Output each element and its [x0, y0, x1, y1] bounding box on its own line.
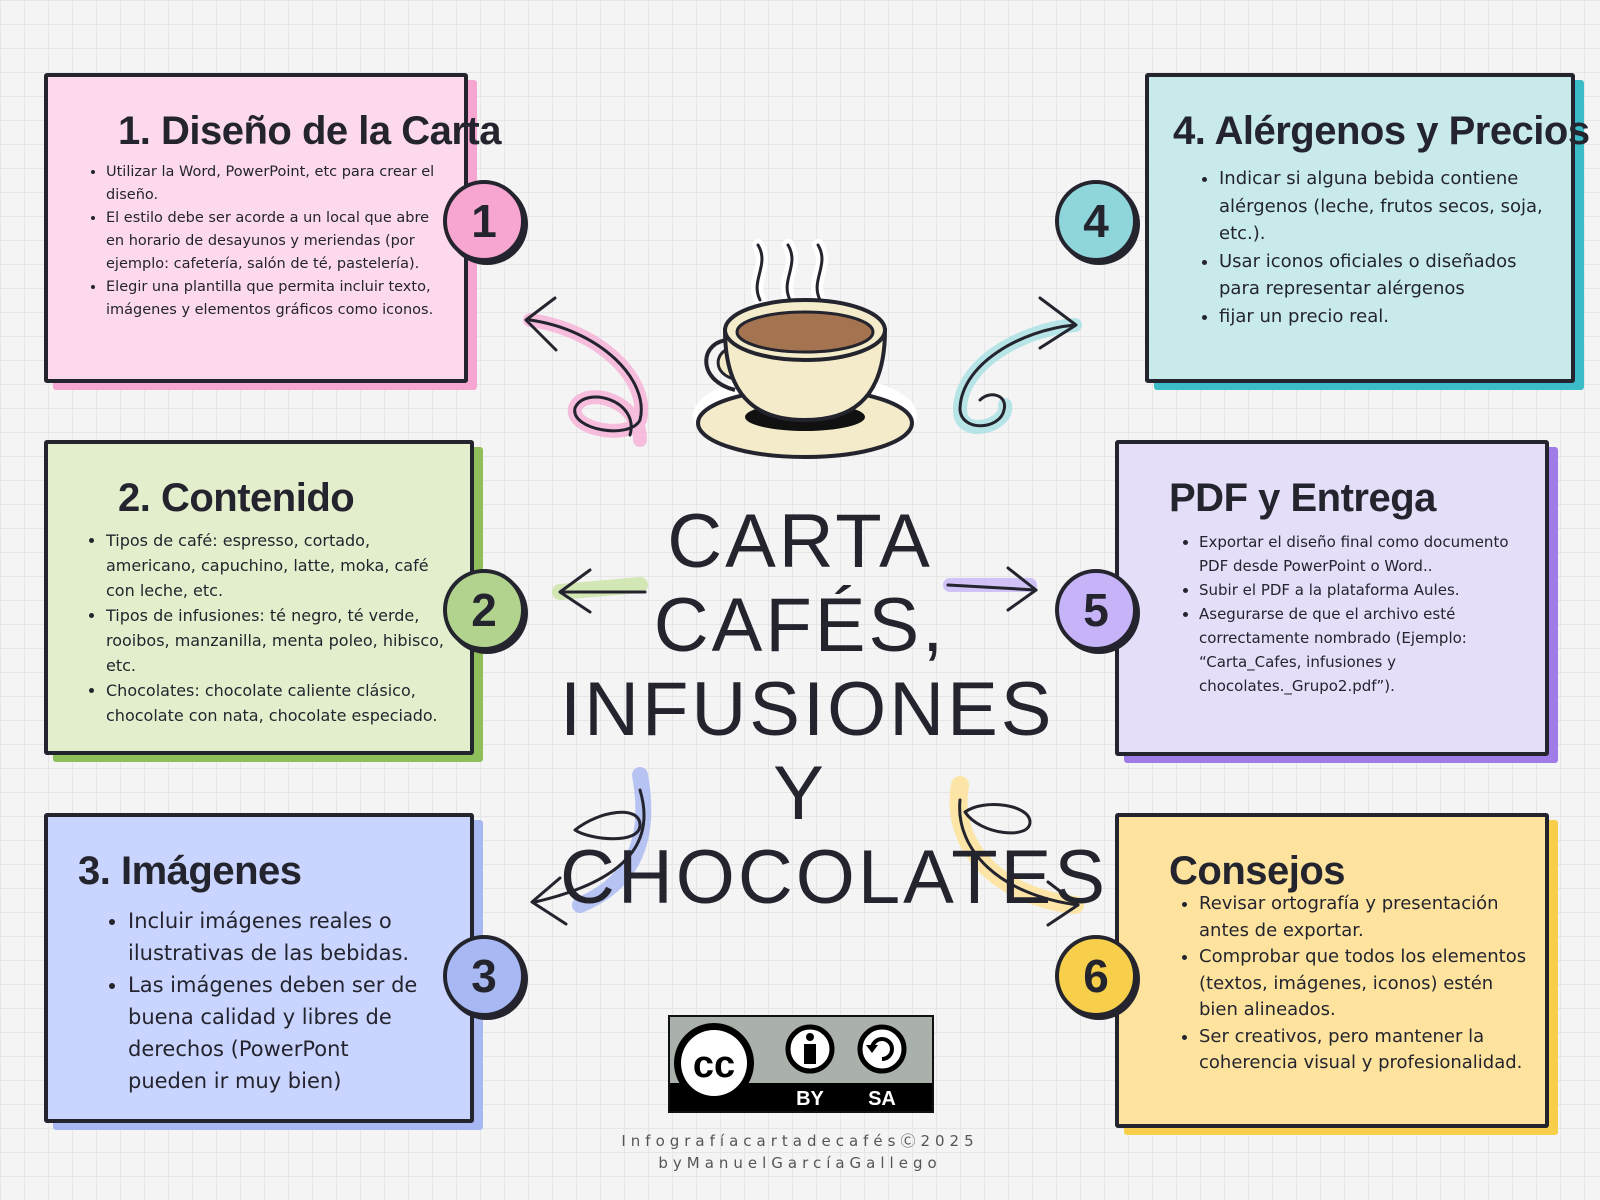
section-list: Indicar si alguna bebida contiene alérge… [1149, 165, 1571, 330]
curly-arrow-icon [528, 318, 643, 437]
step-number-badge: 6 [1055, 935, 1137, 1017]
list-item: Subir el PDF a la plataforma Aules. [1199, 578, 1527, 602]
by-label: BY [796, 1088, 824, 1110]
list-item: Ser creativos, pero mantener la coherenc… [1199, 1024, 1527, 1077]
list-item: Utilizar la Word, PowerPoint, etc para c… [106, 161, 450, 207]
list-item: Chocolates: chocolate caliente clásico, … [106, 678, 456, 728]
list-item: Tipos de infusiones: té negro, té verde,… [106, 603, 456, 678]
coffee-cup-icon [693, 239, 917, 459]
section-title: 2. Contenido [118, 476, 355, 520]
section-list: Revisar ortografía y presentación antes … [1119, 891, 1545, 1077]
section-card-design: 1. Diseño de la Carta Utilizar la Word, … [44, 73, 501, 383]
section-list: Utilizar la Word, PowerPoint, etc para c… [48, 161, 464, 322]
section-card-tips: Consejos Revisar ortografía y presentaci… [1115, 813, 1549, 1128]
section-title: 4. Alérgenos y Precios [1173, 109, 1590, 153]
step-number-badge: 5 [1055, 569, 1137, 651]
list-item: El estilo debe ser acorde a un local que… [106, 207, 450, 276]
section-card-allergens-prices: 4. Alérgenos y Precios Indicar si alguna… [1145, 73, 1590, 383]
section-card-images: 3. Imágenes Incluir imágenes reales o il… [44, 813, 474, 1123]
list-item: Usar iconos oficiales o diseñados para r… [1219, 248, 1551, 303]
main-title: CARTA CAFÉS, INFUSIONES Y CHOCOLATES [560, 499, 1105, 920]
list-item: Las imágenes deben ser de buena calidad … [128, 969, 430, 1097]
sa-label: SA [868, 1088, 896, 1110]
main-title-line: CHOCOLATES [560, 835, 1109, 920]
credit-line: InfografíacartadecafésⒸ2025 [621, 1132, 979, 1150]
list-item: Asegurarse de que el archivo esté correc… [1199, 602, 1527, 698]
section-list: Exportar el diseño final como documento … [1119, 530, 1545, 698]
step-number-badge: 3 [443, 935, 525, 1017]
section-card-content: 2. Contenido Tipos de café: espresso, co… [44, 440, 474, 755]
main-title-line: INFUSIONES Y [560, 667, 1055, 836]
list-item: Incluir imágenes reales o ilustrativas d… [128, 905, 430, 969]
list-item: Elegir una plantilla que permita incluir… [106, 276, 450, 322]
attribution-icon [785, 1024, 835, 1074]
list-item: Exportar el diseño final como documento … [1199, 530, 1527, 578]
license-badge: cc BY SA [668, 1015, 934, 1113]
creative-commons-icon: cc BY SA [670, 1023, 932, 1111]
section-list: Tipos de café: espresso, cortado, americ… [48, 528, 470, 728]
cc-label: cc [693, 1044, 735, 1086]
list-item: Indicar si alguna bebida contiene alérge… [1219, 165, 1551, 248]
list-item: Comprobar que todos los elementos (texto… [1199, 944, 1527, 1024]
main-title-line: CARTA CAFÉS, [653, 499, 947, 668]
credit-line: byManuelGarcíaGallego [658, 1154, 942, 1172]
section-title: 1. Diseño de la Carta [118, 109, 501, 153]
step-number-badge: 1 [443, 180, 525, 262]
section-title: PDF y Entrega [1169, 476, 1436, 520]
credit-text: InfografíacartadecafésⒸ2025 byManuelGarc… [560, 1130, 1040, 1174]
section-title: Consejos [1169, 849, 1346, 893]
list-item: Revisar ortografía y presentación antes … [1199, 891, 1527, 944]
list-item: fijar un precio real. [1219, 303, 1551, 331]
step-number-badge: 2 [443, 569, 525, 651]
section-list: Incluir imágenes reales o ilustrativas d… [48, 905, 470, 1097]
section-title: 3. Imágenes [78, 849, 302, 893]
section-card-pdf-delivery: PDF y Entrega Exportar el diseño final c… [1115, 440, 1549, 756]
share-alike-icon [857, 1024, 907, 1074]
step-number-badge: 4 [1055, 180, 1137, 262]
list-item: Tipos de café: espresso, cortado, americ… [106, 528, 456, 603]
